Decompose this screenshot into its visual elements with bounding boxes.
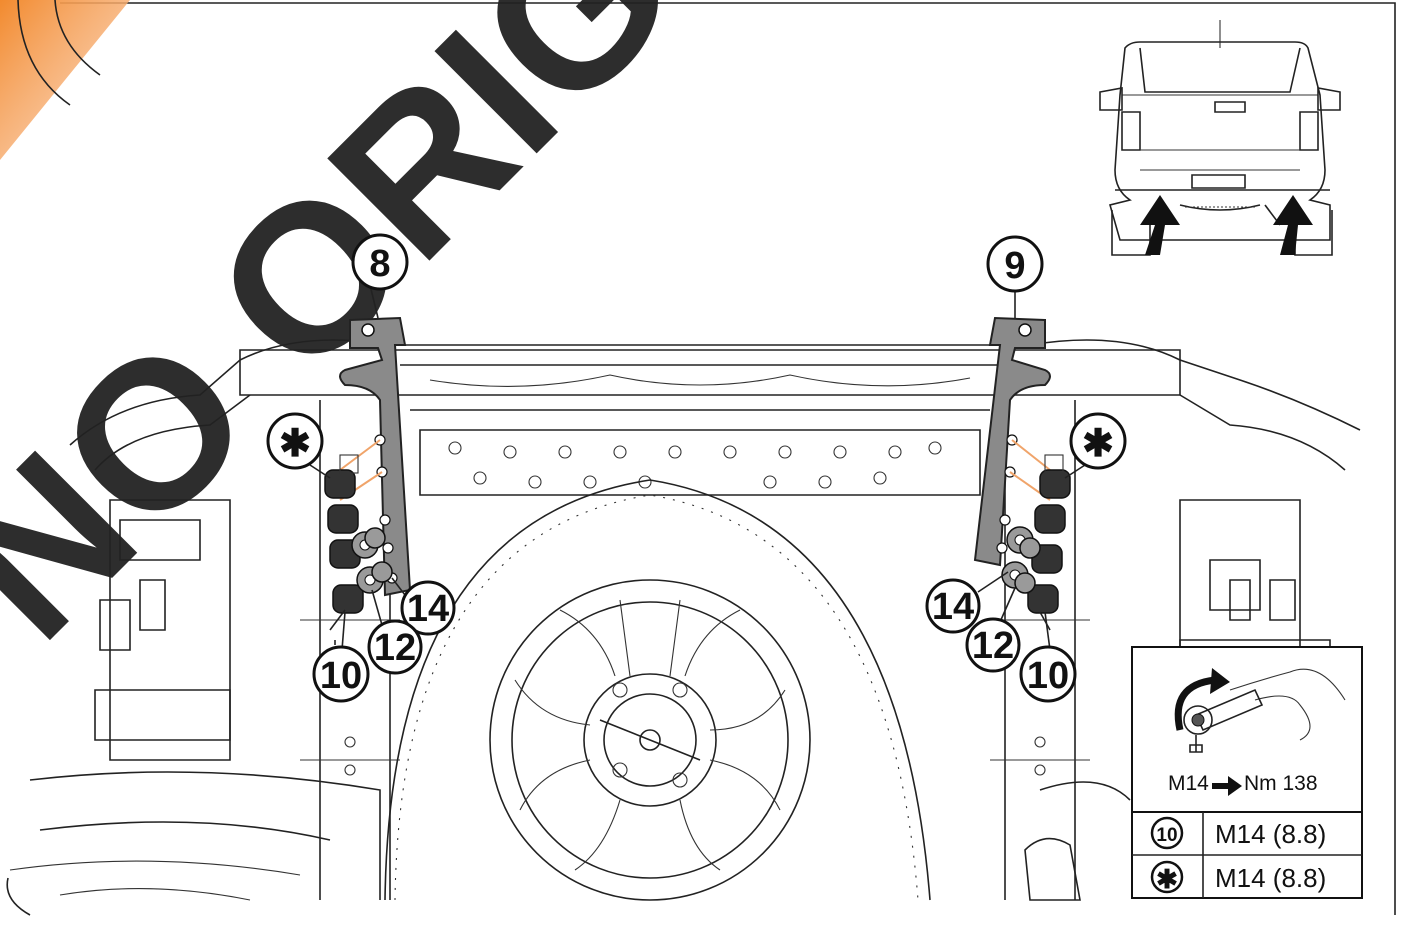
- star-icon: ✱: [279, 423, 311, 465]
- right-washers: [1001, 526, 1041, 594]
- callout-right-plate: 14: [925, 571, 1009, 634]
- callout-right-bracket: 9: [986, 235, 1044, 318]
- spec-symbol-10: 10: [1156, 825, 1177, 846]
- page-frame: [6, 2, 1396, 916]
- star-icon: ✱: [1156, 864, 1178, 894]
- corner-badge: [0, 0, 130, 160]
- callout-12-label: 12: [374, 627, 416, 669]
- torque-spec-label: M14: [1168, 772, 1209, 795]
- mounting-arrow-icon: [1140, 195, 1313, 255]
- watermark: NO ORIGINAL: [0, 0, 1062, 682]
- callout-10-label: 10: [1027, 655, 1069, 697]
- vehicle-rear-view-inset: [1099, 20, 1341, 256]
- callout-8-label: 8: [369, 243, 390, 285]
- callout-14-label: 14: [932, 586, 974, 628]
- callout-right-washer: 12: [965, 587, 1021, 673]
- spec-row-1: 10 M14 (8.8): [1150, 816, 1326, 850]
- right-bracket-assembly: [973, 316, 1071, 631]
- star-icon: ✱: [1082, 423, 1114, 465]
- left-bolts: [324, 454, 364, 614]
- callout-left-star: ✱: [266, 412, 331, 479]
- left-washers: [351, 527, 393, 594]
- callout-12-label: 12: [972, 625, 1014, 667]
- callout-left-plate: 14: [391, 577, 456, 636]
- left-bracket-assembly: [324, 316, 412, 645]
- callout-right-bolt: 10: [1019, 611, 1077, 703]
- wrench-icon: [1183, 668, 1346, 753]
- torque-panel: M14 Nm 138: [1131, 646, 1363, 813]
- callout-10-label: 10: [320, 655, 362, 697]
- arrow-right-icon: [1212, 776, 1242, 796]
- callout-left-washer: 12: [367, 589, 423, 675]
- rotation-arrow-icon: [1174, 668, 1230, 731]
- spare-wheel: [384, 479, 931, 901]
- spec-value: M14 (8.8): [1215, 819, 1326, 849]
- callout-right-star: ✱: [1064, 412, 1127, 479]
- callout-9-label: 9: [1004, 245, 1025, 287]
- callout-left-bolt: 10: [312, 611, 370, 703]
- right-bolts: [1027, 454, 1071, 614]
- spec-table: 10 M14 (8.8) ✱ M14 (8.8): [1131, 811, 1363, 899]
- bumper-holes: [448, 441, 942, 489]
- callout-14-label: 14: [407, 588, 449, 630]
- watermark-text: NO ORIGINAL: [0, 0, 1062, 682]
- spec-value: M14 (8.8): [1215, 863, 1326, 893]
- torque-value-label: Nm 138: [1244, 772, 1318, 795]
- callout-left-bracket: 8: [351, 233, 409, 319]
- spec-row-2: ✱ M14 (8.8): [1150, 860, 1326, 894]
